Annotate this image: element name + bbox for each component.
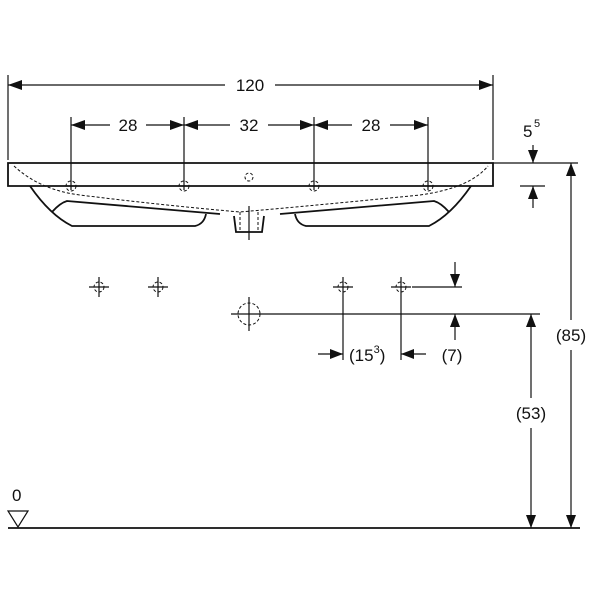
spacing-middle-label: 32 [240,116,259,135]
rim-thickness-dimension: 5 5 [493,118,578,208]
tap-positions [89,277,540,360]
tap-horizontal-offset-label: (153) [349,344,385,365]
tap-hole-markers [65,180,434,192]
overall-width-label: 120 [236,76,264,95]
tap-vertical-offset-label: (7) [442,346,463,365]
washbasin-outline [7,162,494,240]
tap-spacing-dimensions: 28 32 28 [70,116,429,190]
total-height-dimension: (85) [556,163,586,528]
rim-thickness-label: 5 [523,122,532,141]
level-triangle-icon [6,510,30,529]
floor-level: 0 [6,486,580,529]
overall-width-dimension: 120 [7,75,494,160]
tap-vertical-offset-dimension: (7) [442,262,463,365]
tap-horizontal-offset-dimension: (153) [318,344,426,365]
spacing-left-label: 28 [119,116,138,135]
floor-level-label: 0 [12,486,21,505]
total-height-label: (85) [556,326,586,345]
drain-height-label: (53) [516,404,546,423]
rim-thickness-superscript: 5 [534,118,540,130]
spacing-right-label: 28 [362,116,381,135]
drain-height-dimension: (53) [516,314,546,528]
